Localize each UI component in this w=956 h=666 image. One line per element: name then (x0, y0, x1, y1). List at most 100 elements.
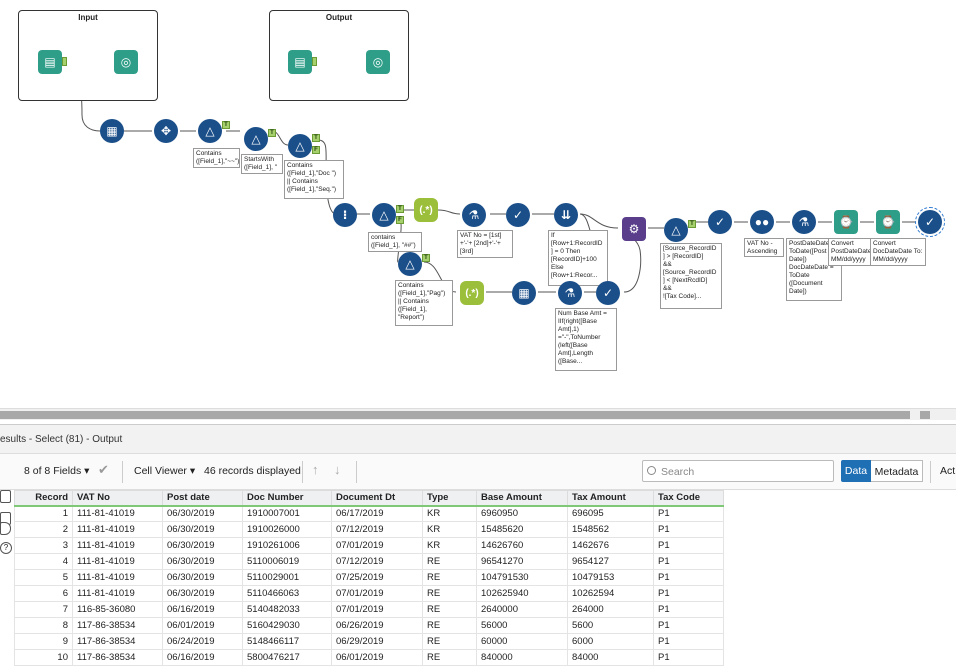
datetime-icon-2[interactable]: ⌚ (876, 210, 900, 234)
table-cell[interactable]: 06/01/2019 (162, 617, 243, 634)
table-cell[interactable]: 1 (14, 505, 73, 522)
table-cell[interactable]: P1 (653, 633, 724, 650)
table-cell[interactable]: 111-81-41019 (72, 569, 163, 586)
multi-row-formula-icon[interactable]: ▦ (100, 119, 124, 143)
table-cell[interactable]: 5110466063 (242, 585, 332, 602)
scrollbar-grip[interactable] (920, 411, 930, 419)
table-cell[interactable]: P1 (653, 601, 724, 618)
table-cell[interactable]: 07/12/2019 (331, 553, 423, 570)
table-cell[interactable]: 111-81-41019 (72, 537, 163, 554)
table-cell[interactable]: 6000 (567, 633, 654, 650)
multi-row-formula-icon-2[interactable]: ▦ (512, 281, 536, 305)
table-cell[interactable]: 1910261006 (242, 537, 332, 554)
input-data-icon[interactable]: ▤ (38, 50, 62, 74)
column-header[interactable]: Tax Code (653, 490, 724, 506)
filter-icon[interactable]: △ (198, 119, 222, 143)
browse-icon-2[interactable]: ◎ (366, 50, 390, 74)
sort-icon[interactable]: ●● (750, 210, 774, 234)
table-cell[interactable]: 3 (14, 537, 73, 554)
table-cell[interactable]: RE (422, 649, 477, 666)
select-icon-3[interactable]: ✓ (596, 281, 620, 305)
table-cell[interactable]: 06/30/2019 (162, 505, 243, 522)
arrow-down-icon[interactable]: ↓ (334, 462, 341, 477)
table-cell[interactable]: 56000 (476, 617, 568, 634)
table-cell[interactable]: 111-81-41019 (72, 521, 163, 538)
table-cell[interactable]: 111-81-41019 (72, 553, 163, 570)
table-cell[interactable]: KR (422, 521, 477, 538)
list-icon[interactable] (0, 490, 11, 503)
table-cell[interactable]: RE (422, 585, 477, 602)
table-cell[interactable]: 07/01/2019 (331, 601, 423, 618)
table-cell[interactable]: 1910026000 (242, 521, 332, 538)
scrollbar-thumb[interactable] (0, 411, 910, 419)
table-cell[interactable]: 06/17/2019 (331, 505, 423, 522)
column-header[interactable]: VAT No (72, 490, 163, 506)
table-cell[interactable]: 15485620 (476, 521, 568, 538)
formula-icon[interactable]: ⚗ (462, 203, 486, 227)
sample-icon[interactable]: ⁝ (333, 203, 357, 227)
table-cell[interactable]: 102625940 (476, 585, 568, 602)
table-cell[interactable]: 60000 (476, 633, 568, 650)
filter-icon-2[interactable]: △ (244, 127, 268, 151)
column-header[interactable]: Tax Amount (567, 490, 654, 506)
table-cell[interactable]: 117-86-38534 (72, 617, 163, 634)
table-cell[interactable]: 696095 (567, 505, 654, 522)
actions-button[interactable]: Act (940, 465, 956, 477)
table-cell[interactable]: P1 (653, 521, 724, 538)
table-cell[interactable]: 7 (14, 601, 73, 618)
table-cell[interactable]: 06/30/2019 (162, 537, 243, 554)
table-cell[interactable]: 96541270 (476, 553, 568, 570)
table-cell[interactable]: 1462676 (567, 537, 654, 554)
column-header[interactable]: Base Amount (476, 490, 568, 506)
table-cell[interactable]: 06/26/2019 (331, 617, 423, 634)
table-cell[interactable]: 6 (14, 585, 73, 602)
table-cell[interactable]: KR (422, 537, 477, 554)
table-cell[interactable]: 06/29/2019 (331, 633, 423, 650)
table-cell[interactable]: RE (422, 633, 477, 650)
column-header[interactable]: Post date (162, 490, 243, 506)
table-cell[interactable]: 14626760 (476, 537, 568, 554)
table-cell[interactable]: 06/16/2019 (162, 601, 243, 618)
table-cell[interactable]: 6960950 (476, 505, 568, 522)
table-cell[interactable]: 06/30/2019 (162, 569, 243, 586)
table-cell[interactable]: 10262594 (567, 585, 654, 602)
table-cell[interactable]: 5110029001 (242, 569, 332, 586)
table-cell[interactable]: 1548562 (567, 521, 654, 538)
tag-icon[interactable] (0, 522, 11, 535)
batch-macro-icon[interactable]: ⚙ (622, 217, 646, 241)
regex-icon-2[interactable]: (.*) (460, 281, 484, 305)
filter-icon-6[interactable]: △ (398, 252, 422, 276)
filter-icon-5[interactable]: △ (664, 218, 688, 242)
table-cell[interactable]: 111-81-41019 (72, 585, 163, 602)
table-cell[interactable]: 117-86-38534 (72, 649, 163, 666)
input-data-icon-2[interactable]: ▤ (288, 50, 312, 74)
table-cell[interactable]: P1 (653, 537, 724, 554)
apply-check-icon[interactable]: ✔ (98, 462, 109, 477)
table-cell[interactable]: 06/01/2019 (331, 649, 423, 666)
table-cell[interactable]: 07/25/2019 (331, 569, 423, 586)
browse-icon[interactable]: ◎ (114, 50, 138, 74)
table-cell[interactable]: 06/30/2019 (162, 553, 243, 570)
table-cell[interactable]: RE (422, 569, 477, 586)
select-output-icon[interactable]: ✓ (915, 207, 945, 237)
regex-icon[interactable]: (.*) (414, 198, 438, 222)
formula-icon-2[interactable]: ⚗ (792, 210, 816, 234)
table-cell[interactable]: 5600 (567, 617, 654, 634)
table-cell[interactable]: 111-81-41019 (72, 505, 163, 522)
table-cell[interactable]: 9654127 (567, 553, 654, 570)
table-cell[interactable]: 5110006019 (242, 553, 332, 570)
table-cell[interactable]: 07/01/2019 (331, 537, 423, 554)
column-header[interactable]: Record (14, 490, 73, 506)
column-header[interactable]: Doc Number (242, 490, 332, 506)
arrow-up-icon[interactable]: ↑ (312, 462, 319, 477)
table-cell[interactable]: 5140482033 (242, 601, 332, 618)
column-header[interactable]: Type (422, 490, 477, 506)
